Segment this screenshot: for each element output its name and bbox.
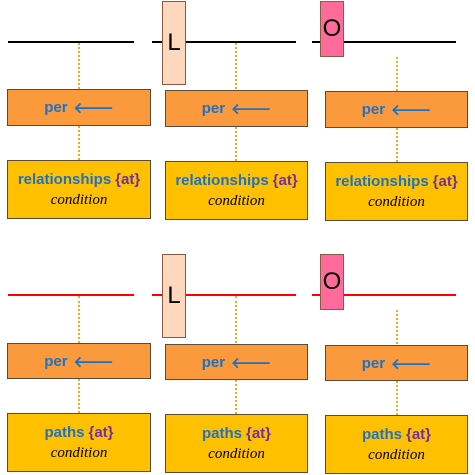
at-keyword: {at} xyxy=(115,170,141,188)
connector-bottom-col3-upper xyxy=(396,310,398,344)
at-keyword: {at} xyxy=(272,171,298,189)
left-arrow-icon: 🡐 xyxy=(391,355,432,373)
per-label: per xyxy=(44,99,68,116)
per-box-top-col2: per 🡐 xyxy=(165,90,308,127)
at-keyword: {at} xyxy=(246,424,272,442)
condition-text: condition xyxy=(368,446,425,463)
relationships-keyword: relationships xyxy=(335,172,429,190)
timeline-top-left-segment xyxy=(8,41,134,43)
timeline-bottom-middle-segment xyxy=(152,294,296,296)
per-label: per xyxy=(44,352,68,370)
per-label: per xyxy=(201,100,226,117)
marker-O-bottom: O xyxy=(320,254,344,310)
per-box-bottom-col1: per 🡐 xyxy=(7,343,151,379)
connector-top-col3-lower xyxy=(396,128,398,162)
timeline-bottom-right-segment xyxy=(312,294,456,296)
left-arrow-icon: 🡐 xyxy=(231,354,272,372)
condition-box-top-col2: relationships{at} condition xyxy=(165,161,308,220)
per-label: per xyxy=(201,353,226,371)
left-arrow-icon: 🡐 xyxy=(391,102,432,119)
marker-O-top: O xyxy=(320,1,344,57)
connector-top-col2-upper xyxy=(235,43,237,89)
connector-top-col1-upper xyxy=(78,43,80,89)
at-keyword: {at} xyxy=(406,425,432,443)
condition-box-heading: paths{at} xyxy=(362,425,431,445)
per-box-bottom-col2: per 🡐 xyxy=(165,344,308,380)
condition-box-top-col3: relationships{at} condition xyxy=(325,162,468,221)
per-label: per xyxy=(361,101,386,118)
left-arrow-icon: 🡐 xyxy=(73,353,114,371)
paths-keyword: paths xyxy=(44,423,85,441)
paths-keyword: paths xyxy=(201,424,242,442)
condition-box-heading: relationships{at} xyxy=(18,170,140,190)
timeline-top-middle-segment xyxy=(152,41,296,43)
timeline-bottom-left-segment xyxy=(8,294,134,296)
condition-box-heading: relationships{at} xyxy=(335,172,457,192)
connector-bottom-col1-upper xyxy=(78,296,80,343)
condition-text: condition xyxy=(208,192,265,209)
condition-text: condition xyxy=(368,193,425,210)
timeline-top-right-segment xyxy=(312,41,456,43)
condition-box-bottom-col2: paths{at} condition xyxy=(165,414,308,473)
connector-bottom-col1-lower xyxy=(78,379,80,413)
condition-text: condition xyxy=(50,444,108,461)
relationships-keyword: relationships xyxy=(17,170,112,188)
per-box-top-col3: per 🡐 xyxy=(325,91,468,128)
condition-box-top-col1: relationships{at} condition xyxy=(7,160,151,219)
relationships-keyword: relationships xyxy=(175,171,269,189)
connector-bottom-col3-lower xyxy=(396,381,398,415)
left-arrow-icon: 🡐 xyxy=(231,101,272,118)
per-box-top-col1: per 🡐 xyxy=(7,89,151,126)
condition-text: condition xyxy=(208,445,265,462)
marker-L-top: L xyxy=(162,1,186,85)
condition-box-heading: paths{at} xyxy=(44,423,113,443)
connector-top-col2-lower xyxy=(235,127,237,161)
condition-text: condition xyxy=(50,191,108,208)
condition-box-heading: paths{at} xyxy=(202,424,271,444)
per-label: per xyxy=(361,354,386,372)
condition-box-bottom-col1: paths{at} condition xyxy=(7,413,151,472)
marker-L-bottom: L xyxy=(162,254,186,338)
condition-box-bottom-col3: paths{at} condition xyxy=(325,415,468,474)
paths-keyword: paths xyxy=(361,425,402,443)
condition-box-heading: relationships{at} xyxy=(175,171,297,191)
connector-bottom-col2-upper xyxy=(235,296,237,343)
connector-bottom-col2-lower xyxy=(235,380,237,414)
at-keyword: {at} xyxy=(88,423,114,441)
per-box-bottom-col3: per 🡐 xyxy=(325,345,468,381)
connector-top-col1-lower xyxy=(78,126,80,160)
at-keyword: {at} xyxy=(432,172,458,190)
connector-top-col3-upper xyxy=(396,57,398,91)
left-arrow-icon: 🡐 xyxy=(73,100,114,117)
